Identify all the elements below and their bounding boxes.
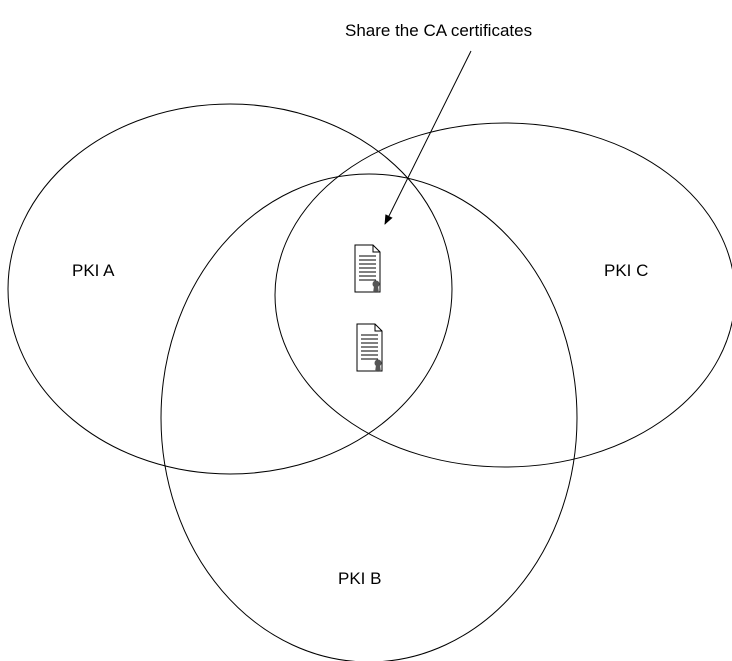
annotation-arrow bbox=[384, 50, 472, 225]
certificate-icon bbox=[354, 244, 381, 293]
pki-a-ellipse bbox=[7, 103, 453, 475]
pki-b-label: PKI B bbox=[338, 569, 381, 588]
certificate-icon bbox=[356, 323, 383, 372]
annotation-label: Share the CA certificates bbox=[345, 21, 532, 40]
pki-c-label: PKI C bbox=[604, 261, 648, 280]
pki-b-ellipse bbox=[160, 173, 578, 661]
pki-a-label: PKI A bbox=[72, 261, 115, 280]
pki-c-ellipse bbox=[274, 122, 732, 468]
